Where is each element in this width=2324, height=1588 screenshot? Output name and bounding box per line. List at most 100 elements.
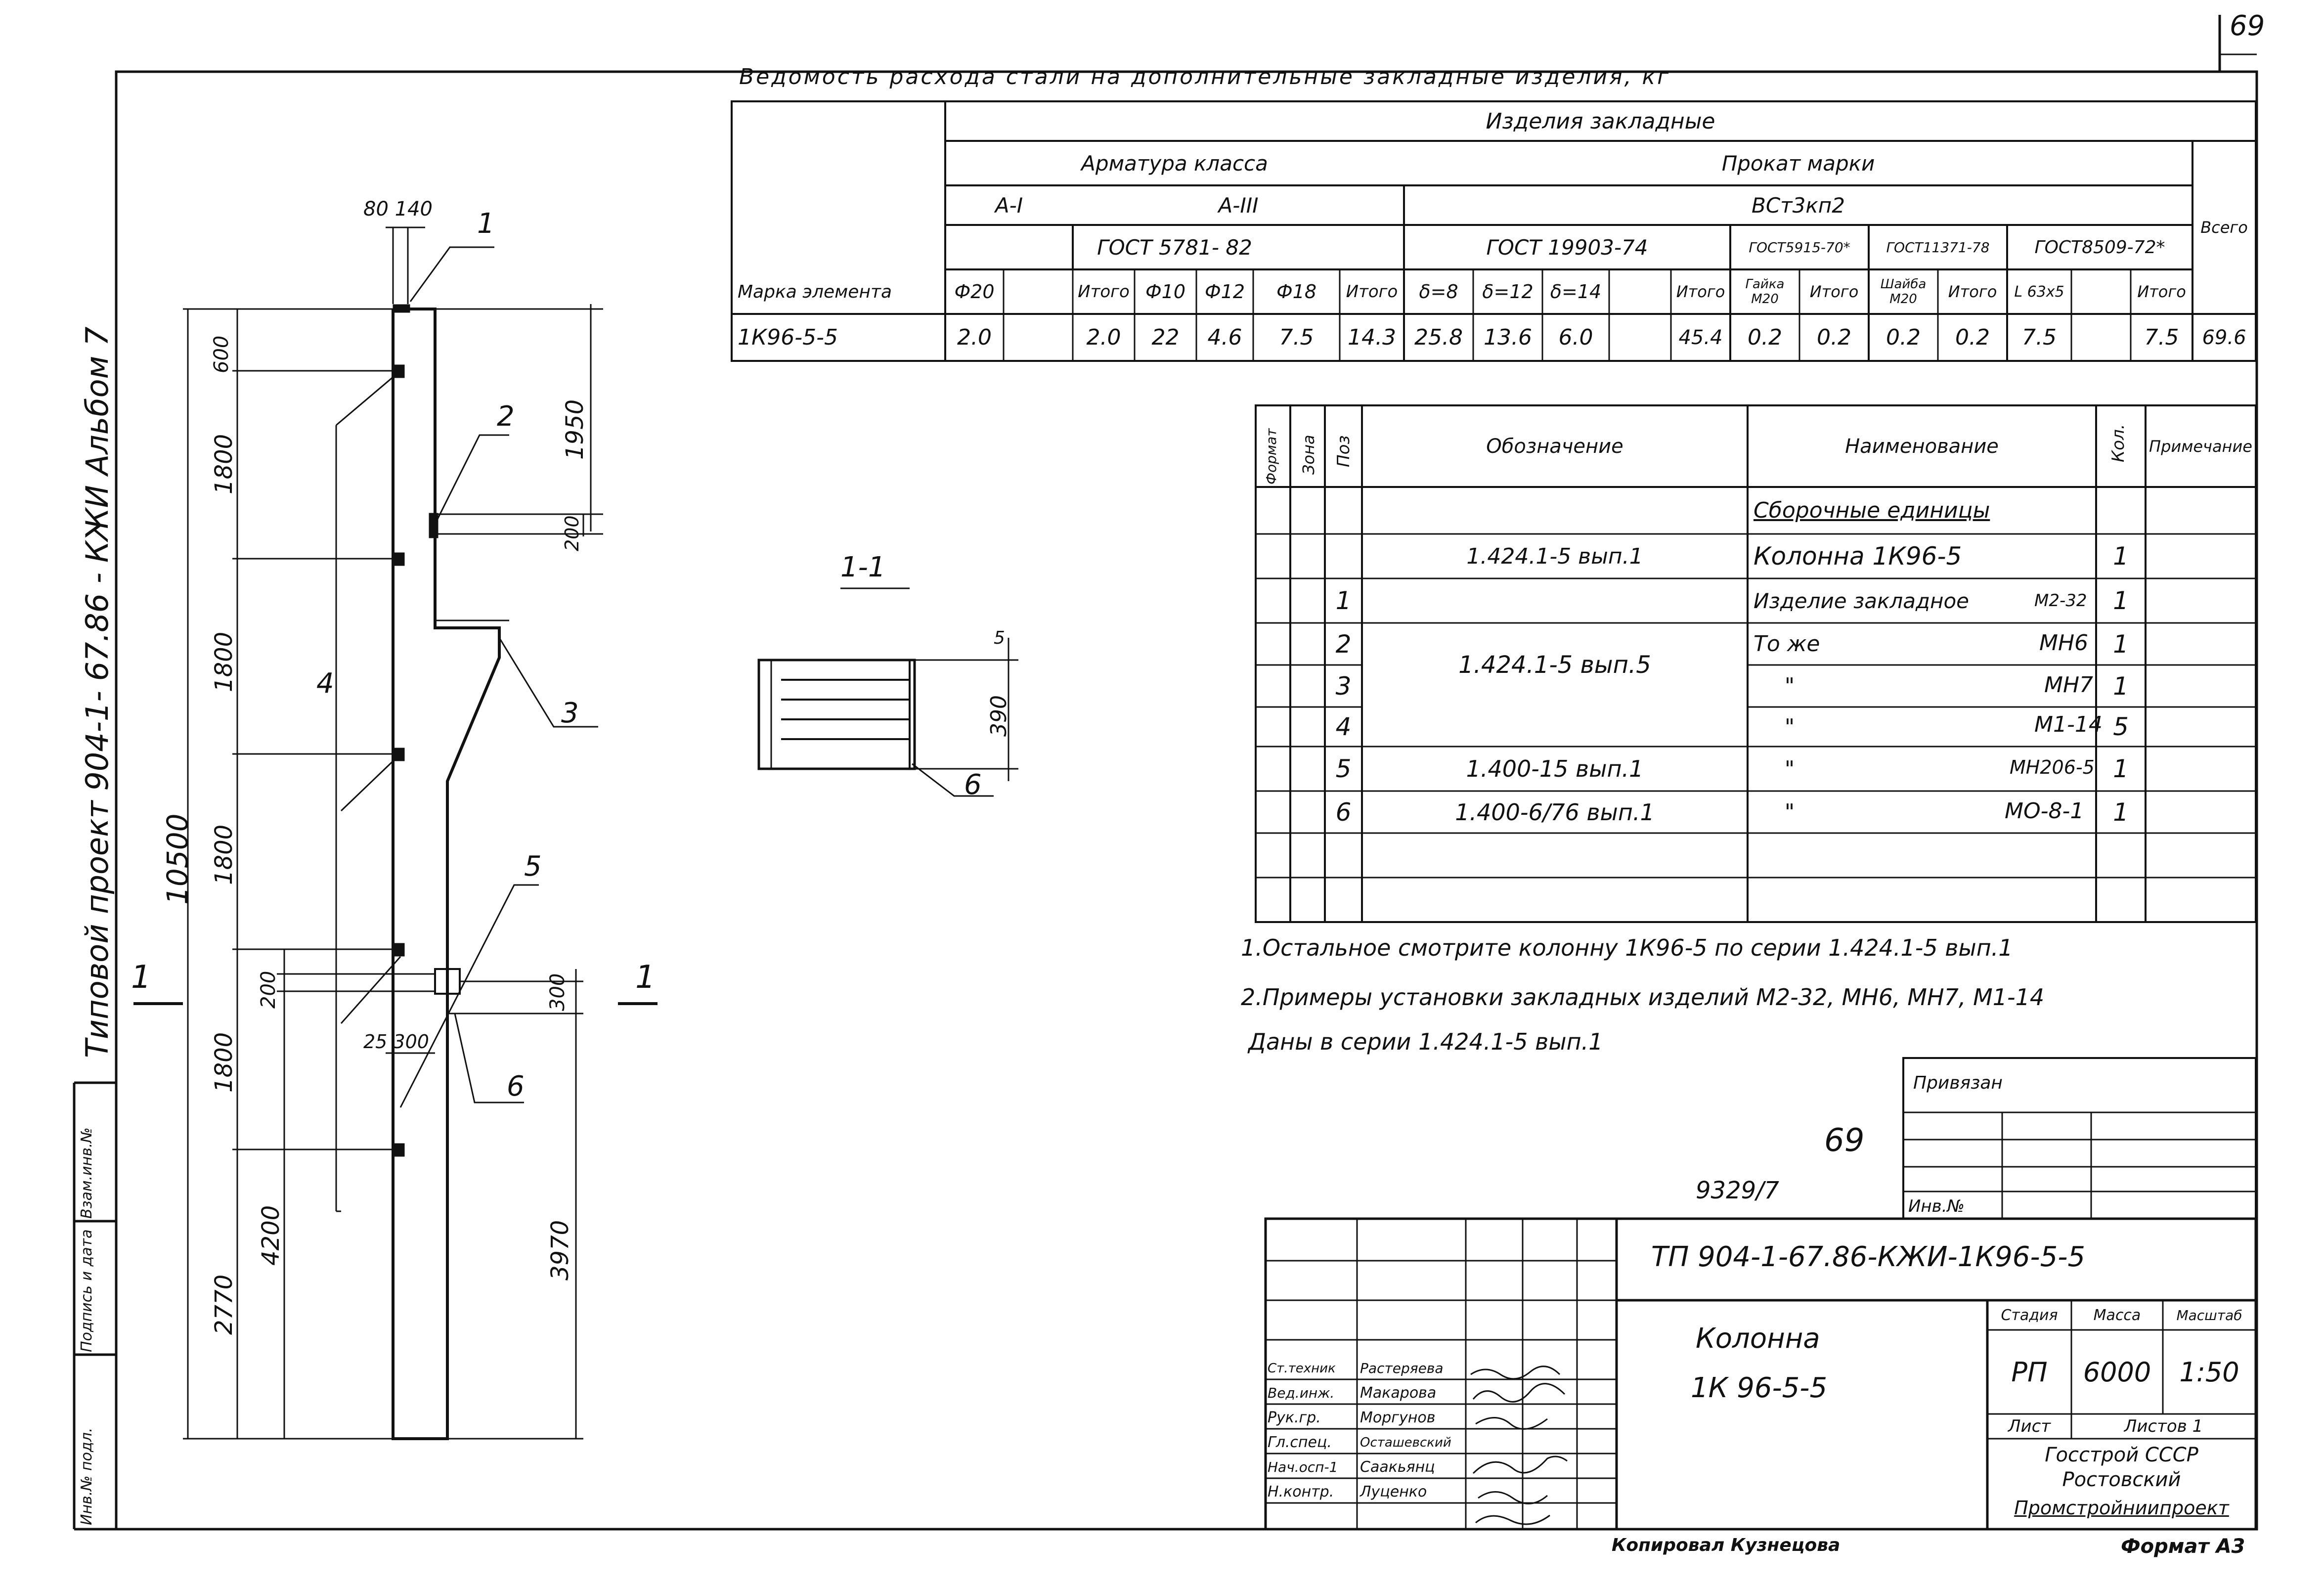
steel-row-value: 2.0: [957, 325, 992, 350]
dim-1800-c: 1800: [210, 824, 238, 885]
steel-row-value: 0.2: [1817, 325, 1851, 350]
steel-prokat-header: Прокат марки: [1721, 151, 1875, 176]
spec-row-qty: 1: [2113, 754, 2129, 783]
note-1: 1.Остальное смотрите колонну 1К96-5 по с…: [1241, 934, 2013, 961]
steel-sub-header: Ф10: [1145, 281, 1186, 303]
dim-10500: 10500: [161, 813, 194, 905]
steel-gost8509: ГОСТ8509-72*: [2034, 237, 2165, 258]
spec-row-pos: 6: [1335, 797, 1352, 827]
side-project-title: Типовой проект 904-1- 67.86 - КЖИ Альбом…: [79, 326, 115, 1058]
spec-row-name: Сборочные единицы: [1754, 498, 1990, 523]
spec-row-pos: 5: [1335, 754, 1352, 783]
steel-sub-header: Итого: [1809, 282, 1859, 301]
spec-row-designation: 1.424.1-5 вып.1: [1466, 543, 1643, 569]
scale-header: Масштаб: [2176, 1307, 2242, 1323]
steel-AI-header: А-I: [995, 193, 1023, 218]
steel-sub-header: Ф18: [1276, 281, 1317, 303]
dim-200-right: 200: [561, 515, 583, 551]
spec-row-mark: МН206-5: [2010, 756, 2095, 778]
steel-row-value: 25.8: [1414, 325, 1463, 350]
staff-name: Саакьянц: [1360, 1458, 1435, 1476]
spec-row-designation: 1.400-15 вып.1: [1466, 755, 1644, 782]
staff-name: Макарова: [1360, 1384, 1437, 1402]
inv-no-label: Инв.№: [1908, 1196, 1965, 1216]
steel-sub-header: Ф20: [954, 281, 995, 303]
staff-name: Луценко: [1360, 1483, 1427, 1500]
dim-200-left: 200: [257, 970, 280, 1009]
dim-1800-b: 1800: [210, 631, 238, 692]
spec-header-qty: Кол.: [2108, 424, 2128, 462]
steel-row-value: 13.6: [1484, 325, 1532, 350]
spec-row-mark: М2-32: [2034, 591, 2087, 611]
dim-1800-a: 1800: [210, 434, 238, 494]
steel-sub-header: δ=8: [1419, 281, 1458, 303]
steel-gost19903: ГОСТ 19903-74: [1486, 235, 1648, 260]
spec-row-pos: 4: [1335, 712, 1352, 741]
spec-header-pos: Поз: [1334, 435, 1354, 467]
spec-row-designation: 1.424.1-5 вып.5: [1458, 651, 1651, 679]
spec-row-pos: 2: [1335, 629, 1352, 659]
spec-row-pos: 1: [1335, 586, 1352, 615]
steel-sub-header: δ=14: [1550, 281, 1602, 303]
staff-role: Н.контр.: [1268, 1483, 1334, 1500]
steel-gost11371: ГОСТ11371-78: [1886, 239, 1990, 256]
steel-row-value: 6.0: [1558, 325, 1593, 350]
drawing-code: ТП 904-1-67.86-КЖИ-1К96-5-5: [1651, 1241, 2086, 1273]
spec-row-mark: МН6: [2039, 630, 2089, 656]
steel-row-value: 22: [1151, 325, 1180, 350]
position-3: 3: [561, 697, 579, 729]
steel-row-value: 2.0: [1086, 325, 1121, 350]
steel-table-title: Ведомость расхода стали на дополнительны…: [739, 64, 1671, 89]
dim-600: 600: [210, 335, 233, 373]
steel-row-value: 7.5: [2144, 325, 2179, 350]
spec-row-name: Изделие закладное: [1754, 588, 1970, 613]
spec-row-name: ": [1784, 673, 1795, 699]
dim-1950: 1950: [561, 399, 589, 460]
steel-row-value: 45.4: [1678, 326, 1723, 349]
spec-header-format: Формат: [1263, 428, 1279, 485]
signature-scribbles: [1470, 1366, 1568, 1525]
stage-header: Стадия: [2001, 1306, 2058, 1324]
steel-sub-header: Итого: [1948, 282, 1997, 301]
org-line-2: Ростовский: [2062, 1468, 2181, 1491]
staff-role: Ст.техник: [1268, 1361, 1336, 1376]
spec-row-pos: 3: [1335, 671, 1352, 701]
staff-role: Гл.спец.: [1268, 1434, 1332, 1451]
steel-row-value: 14.3: [1348, 325, 1396, 350]
spec-row-qty: 1: [2113, 671, 2129, 701]
section-dim-5: 5: [994, 628, 1005, 648]
spec-row-qty: 1: [2113, 542, 2129, 571]
dim-2770: 2770: [210, 1274, 238, 1335]
staff-name: Осташевский: [1360, 1435, 1451, 1450]
spec-table-grid: [1255, 404, 2257, 923]
copied-by: Копировал Кузнецова: [1612, 1535, 1841, 1555]
dim-25-300: 25 300: [363, 1031, 429, 1053]
position-4: 4: [316, 667, 334, 700]
steel-row-value: 0.2: [1955, 325, 1990, 350]
steel-sub-header: Итого: [1078, 282, 1130, 302]
spec-row-name: Колонна 1К96-5: [1754, 542, 1962, 571]
stage-value: РП: [2011, 1356, 2048, 1388]
steel-row-value: 7.5: [1279, 325, 1314, 350]
steel-table-grid: [731, 100, 2257, 362]
privyazan-label: Привязан: [1913, 1073, 2003, 1093]
spec-row-qty: 1: [2113, 629, 2129, 659]
steel-row-value: 7.5: [2022, 325, 2057, 350]
steel-row-mark: 1К96-5-5: [738, 325, 838, 350]
spec-row-name: ": [1784, 799, 1795, 825]
spec-row-qty: 5: [2113, 712, 2129, 741]
steel-products-header: Изделия закладные: [1486, 108, 1715, 134]
org-line-1: Госстрой СССР: [2045, 1443, 2198, 1466]
spec-header-zone: Зона: [1299, 435, 1318, 475]
steel-gost5915: ГОСТ5915-70*: [1749, 239, 1850, 256]
steel-table-subgrid: [1003, 269, 2132, 361]
position-2: 2: [497, 400, 515, 433]
title-block-grid: [1264, 1217, 2257, 1531]
steel-sub-header: Гайка М20: [1745, 277, 1785, 307]
sheet-label: Лист: [2008, 1416, 2051, 1436]
spec-row-name: ": [1784, 714, 1795, 740]
steel-vst-header: ВСт3кп2: [1752, 193, 1845, 218]
sheet-copy-number: 69: [1824, 1122, 1865, 1159]
section-mark-right: 1: [635, 959, 656, 996]
spec-header-designation: Обозначение: [1486, 435, 1623, 458]
